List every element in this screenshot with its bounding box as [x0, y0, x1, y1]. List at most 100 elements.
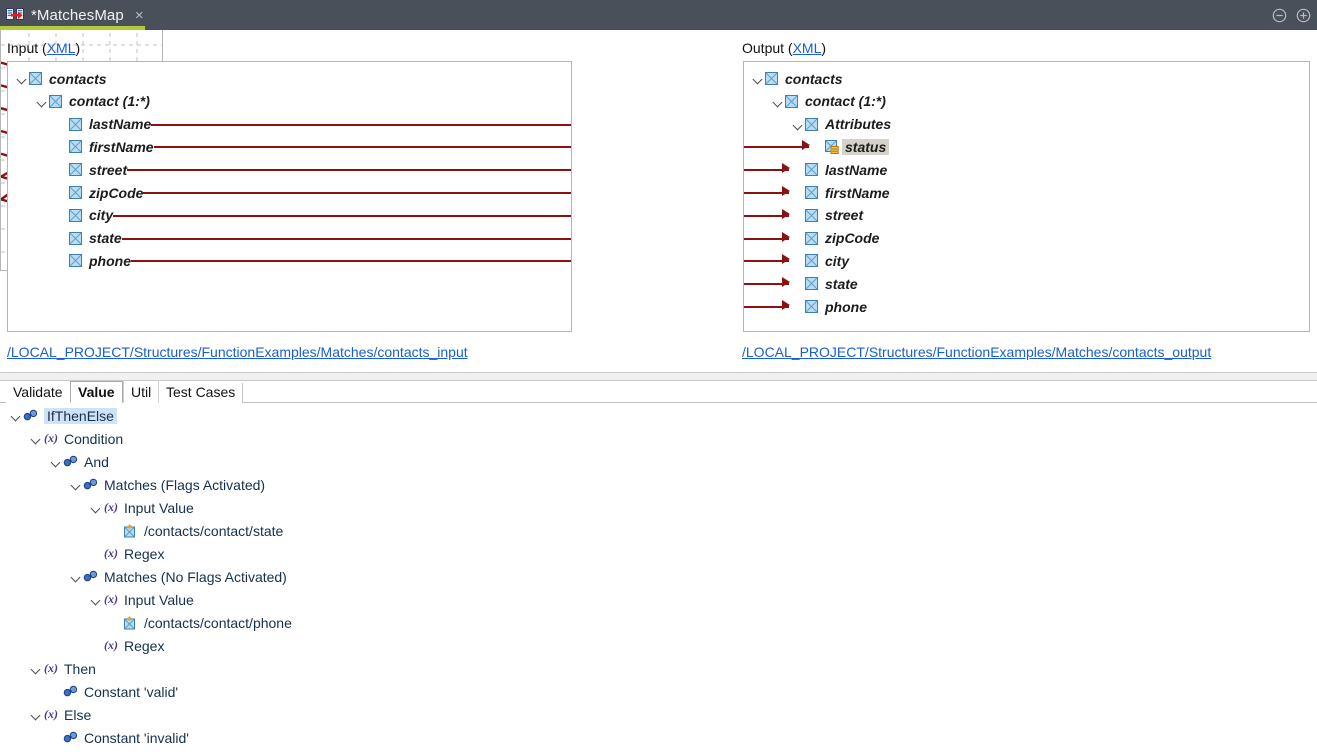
element-icon	[69, 186, 82, 199]
tree-item-attributes[interactable]: Attributes	[792, 113, 891, 136]
tree-item-state[interactable]: state	[792, 272, 858, 295]
chevron-down-icon[interactable]	[10, 404, 23, 427]
input-xml-link[interactable]: XML	[46, 40, 76, 56]
value-icon: (x)	[104, 592, 118, 606]
tree-item-street[interactable]: street	[792, 204, 863, 227]
tab-validate[interactable]: Validate	[6, 381, 70, 403]
expression-item-contacts-contact-phone[interactable]: /contacts/contact/phone	[110, 611, 292, 634]
value-icon: (x)	[104, 638, 118, 652]
tree-item-city[interactable]: city	[792, 249, 849, 272]
attribute-icon	[825, 140, 839, 155]
tree-item-street[interactable]: street	[56, 158, 127, 181]
chevron-down-icon[interactable]	[70, 473, 83, 496]
close-icon[interactable]: ×	[134, 6, 144, 24]
expression-item-ifthenelse[interactable]: IfThenElse	[10, 404, 117, 427]
chevron-down-icon[interactable]	[70, 565, 83, 588]
chevron-down-icon[interactable]	[792, 113, 805, 136]
chevron-down-icon[interactable]	[16, 67, 29, 90]
panel-splitter[interactable]	[0, 372, 1317, 381]
expression-item-matches-no-flags-activated[interactable]: Matches (No Flags Activated)	[70, 565, 287, 588]
maximize-icon[interactable]	[1296, 8, 1311, 23]
tree-item-zipcode[interactable]: zipCode	[792, 227, 879, 250]
tree-item-city[interactable]: city	[56, 204, 113, 227]
expression-item-label: /contacts/contact/state	[144, 522, 284, 539]
element-icon	[69, 163, 82, 177]
tab-label: Validate	[13, 384, 63, 400]
minimize-icon[interactable]	[1272, 8, 1287, 23]
tree-item-lastname[interactable]: lastName	[56, 113, 151, 136]
element-icon	[805, 254, 818, 268]
tree-item-phone[interactable]: phone	[56, 249, 131, 272]
twisty-placeholder	[56, 135, 69, 158]
output-xml-link[interactable]: XML	[792, 40, 822, 56]
expression-item-condition[interactable]: (x)Condition	[30, 427, 123, 450]
chevron-down-icon[interactable]	[36, 90, 49, 113]
value-icon: (x)	[44, 707, 58, 721]
twisty-placeholder	[792, 204, 805, 227]
tab-util[interactable]: Util	[123, 381, 159, 403]
element-icon	[29, 72, 42, 85]
element-icon	[805, 186, 818, 199]
tree-item-firstname[interactable]: firstName	[56, 135, 154, 158]
chevron-down-icon[interactable]	[30, 427, 43, 450]
expression-item-label: Input Value	[124, 591, 194, 608]
chevron-down-icon[interactable]	[752, 67, 765, 90]
chevron-down-icon[interactable]	[30, 657, 43, 680]
connection-stub	[113, 214, 571, 217]
expression-item-then[interactable]: (x)Then	[30, 657, 96, 680]
value-icon: (x)	[44, 661, 58, 675]
expression-item-input-value[interactable]: (x) Input Value	[90, 588, 194, 611]
function-icon	[83, 478, 98, 491]
expression-item-and[interactable]: And	[50, 450, 109, 473]
twisty-placeholder	[50, 726, 63, 749]
chevron-down-icon[interactable]	[50, 450, 63, 473]
expression-item-else[interactable]: (x)Else	[30, 703, 91, 726]
expression-item-label: Input Value	[124, 499, 194, 516]
chevron-down-icon[interactable]	[772, 90, 785, 113]
function-icon	[63, 455, 78, 468]
arrow-head-icon	[782, 277, 790, 288]
editor-tab-matchesmap[interactable]: *MatchesMap ×	[0, 0, 154, 30]
expression-item-constant-valid[interactable]: Constant 'valid'	[50, 680, 178, 703]
tree-item-contact-1[interactable]: contact (1:*)	[772, 90, 886, 113]
input-caption-prefix: Input (	[7, 40, 47, 56]
expression-item-contacts-contact-state[interactable]: /contacts/contact/state	[110, 519, 283, 542]
twisty-placeholder	[56, 158, 69, 181]
twisty-placeholder	[792, 249, 805, 272]
connection-stub	[744, 214, 789, 217]
tree-item-contact-1[interactable]: contact (1:*)	[36, 90, 150, 113]
expression-item-input-value[interactable]: (x)Input Value	[90, 496, 194, 519]
tree-item-state[interactable]: state	[56, 227, 122, 250]
tree-item-contacts[interactable]: contacts	[752, 67, 843, 90]
input-path-link[interactable]: /LOCAL_PROJECT/Structures/FunctionExampl…	[7, 344, 468, 360]
xpath-icon	[123, 616, 137, 630]
chevron-down-icon[interactable]	[90, 588, 103, 611]
tree-item-phone[interactable]: phone	[792, 295, 867, 318]
chevron-down-icon[interactable]	[90, 496, 103, 519]
twisty-placeholder	[110, 519, 123, 542]
output-path-link[interactable]: /LOCAL_PROJECT/Structures/FunctionExampl…	[742, 344, 1212, 360]
output-caption: Output (XML)	[742, 40, 826, 56]
mapping-icon	[6, 7, 24, 24]
tree-item-label: street	[89, 161, 128, 178]
tree-item-status[interactable]: status	[812, 135, 890, 158]
tree-item-contacts[interactable]: contacts	[16, 67, 107, 90]
chevron-down-icon[interactable]	[30, 703, 43, 726]
tree-item-label: contacts	[49, 70, 107, 87]
tree-item-label: status	[842, 138, 890, 155]
tab-value[interactable]: Value	[70, 381, 123, 403]
expression-item-constant-invalid[interactable]: Constant 'invalid'	[50, 726, 189, 749]
expression-item-regex[interactable]: (x)Regex	[90, 634, 164, 657]
expression-item-label: /contacts/contact/phone	[144, 614, 292, 631]
tab-test-cases[interactable]: Test Cases	[158, 381, 243, 403]
tree-item-lastname[interactable]: lastName	[792, 158, 887, 181]
tree-item-firstname[interactable]: firstName	[792, 181, 890, 204]
expression-item-matches-flags-activated[interactable]: Matches (Flags Activated)	[70, 473, 265, 496]
tree-item-zipcode[interactable]: zipCode	[56, 181, 143, 204]
function-icon	[23, 409, 38, 422]
expression-item-regex[interactable]: (x)Regex	[90, 542, 164, 565]
